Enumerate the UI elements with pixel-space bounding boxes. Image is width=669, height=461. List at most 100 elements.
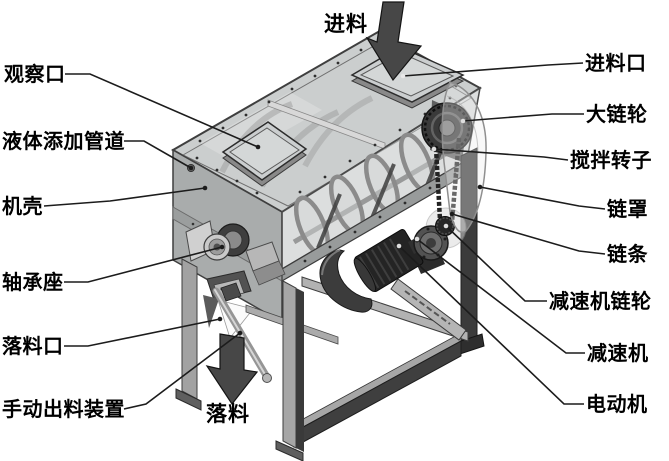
leader-dot — [217, 316, 223, 322]
leader-chain — [451, 213, 606, 255]
bolt — [303, 259, 307, 263]
discharge-arrow — [205, 333, 259, 406]
bolt — [290, 87, 294, 91]
leader-dot — [477, 184, 483, 190]
label-large-sprocket: 大链轮 — [586, 102, 648, 126]
bolt — [359, 48, 363, 52]
reducer-bolts — [415, 227, 447, 259]
bolt — [255, 191, 259, 195]
bolt — [323, 175, 327, 179]
bolt — [398, 128, 402, 132]
lever-clamp — [220, 282, 242, 302]
bottom-rail-face — [293, 340, 462, 448]
stand-legs — [175, 258, 304, 461]
hatch-cover-inner — [229, 127, 300, 175]
bottom-rail-top — [293, 332, 462, 433]
spoke — [316, 193, 342, 249]
bolt — [328, 245, 332, 249]
label-casing: 机壳 — [2, 194, 43, 218]
leader-dot — [460, 118, 466, 124]
leader-dot — [449, 211, 455, 217]
bolt — [191, 222, 195, 226]
leader-reducer-sprocket — [445, 225, 547, 302]
label-chain-cover: 链罩 — [607, 197, 648, 221]
bearing-bracket-shadow — [252, 260, 286, 286]
chain-strand — [433, 147, 443, 221]
left-leg-foot — [175, 388, 202, 411]
center-leg-foot — [275, 440, 304, 461]
label-feed-flow: 进料 — [324, 13, 368, 36]
leader-feed-inlet — [402, 62, 584, 77]
leader-dot — [219, 244, 225, 250]
sprocket-ring — [430, 111, 464, 145]
leader-dot — [443, 223, 449, 229]
leader-dots — [188, 73, 483, 336]
mount-channel — [390, 278, 467, 341]
chute-shadow-wedge — [203, 295, 219, 328]
band-bolts — [303, 172, 457, 263]
curved-guard — [319, 249, 373, 313]
reducer-hub — [426, 238, 436, 248]
leader-manual-discharge-device — [123, 332, 241, 410]
motor-end-cap — [353, 257, 377, 292]
center-leg — [282, 280, 297, 449]
leader-observation-port — [65, 73, 259, 148]
leader-dot — [237, 330, 243, 336]
label-manual-discharge-device: 手动出料装置 — [2, 397, 125, 421]
label-feed-inlet: 进料口 — [585, 52, 647, 75]
leader-dot — [202, 185, 208, 191]
motor-fins — [359, 238, 410, 289]
lever-knob — [262, 373, 272, 383]
label-reducer-sprocket: 减速机链轮 — [549, 289, 652, 313]
bolt — [353, 230, 357, 234]
leader-dot — [255, 144, 261, 150]
center-leg-side — [296, 288, 304, 452]
bolt — [221, 126, 225, 130]
left-leg — [181, 258, 198, 400]
bolt — [403, 201, 407, 205]
bolt — [313, 74, 317, 78]
leader-liquid-feed-pipe — [124, 140, 192, 169]
label-discharge-flow: 落料 — [206, 403, 250, 426]
curved-guard-highlight — [321, 249, 341, 276]
label-observation-port: 观察口 — [4, 62, 66, 86]
bolt — [298, 190, 302, 194]
label-discharge-outlet: 落料口 — [2, 335, 64, 358]
label-bearing-seat: 轴承座 — [2, 270, 64, 294]
cover-inner-edge — [446, 95, 479, 155]
bolt — [198, 139, 202, 143]
label-chain: 链条 — [607, 242, 649, 266]
bolt — [373, 143, 377, 147]
leader-mixing-rotor — [433, 148, 569, 161]
leader-lines — [43, 62, 606, 410]
bolt — [215, 168, 219, 172]
callout-labels: 观察口 液体添加管道 机壳 轴承座 落料口 手动出料装置 进料口 大链轮 搅拌转… — [2, 13, 652, 426]
bolt — [244, 113, 248, 117]
leader-discharge-outlet — [64, 318, 221, 347]
leader-dot — [188, 165, 194, 171]
leader-dot — [400, 73, 406, 79]
label-reducer: 减速机 — [587, 341, 649, 365]
reducer-sprocket-teeth — [436, 217, 454, 235]
label-motor: 电动机 — [586, 392, 648, 416]
leader-large-sprocket — [462, 113, 584, 122]
label-mixing-rotor: 搅拌转子 — [570, 148, 652, 172]
bolt — [235, 179, 239, 183]
bolt — [428, 186, 432, 190]
bolt — [378, 215, 382, 219]
leader-casing — [43, 187, 206, 207]
leader-motor — [398, 245, 584, 405]
leader-chain-cover — [479, 186, 606, 210]
bolt — [348, 159, 352, 163]
leader-dot — [414, 236, 420, 242]
spoke — [370, 163, 396, 219]
leader-bearing-seat — [64, 246, 223, 283]
channel-slot — [404, 290, 451, 325]
leader-dot — [431, 146, 437, 152]
leader-dot — [396, 243, 402, 249]
leader-reducer — [416, 238, 585, 354]
chain-strand — [449, 137, 462, 223]
feed-arrow — [365, 1, 423, 82]
inspection-hatch — [221, 121, 308, 187]
